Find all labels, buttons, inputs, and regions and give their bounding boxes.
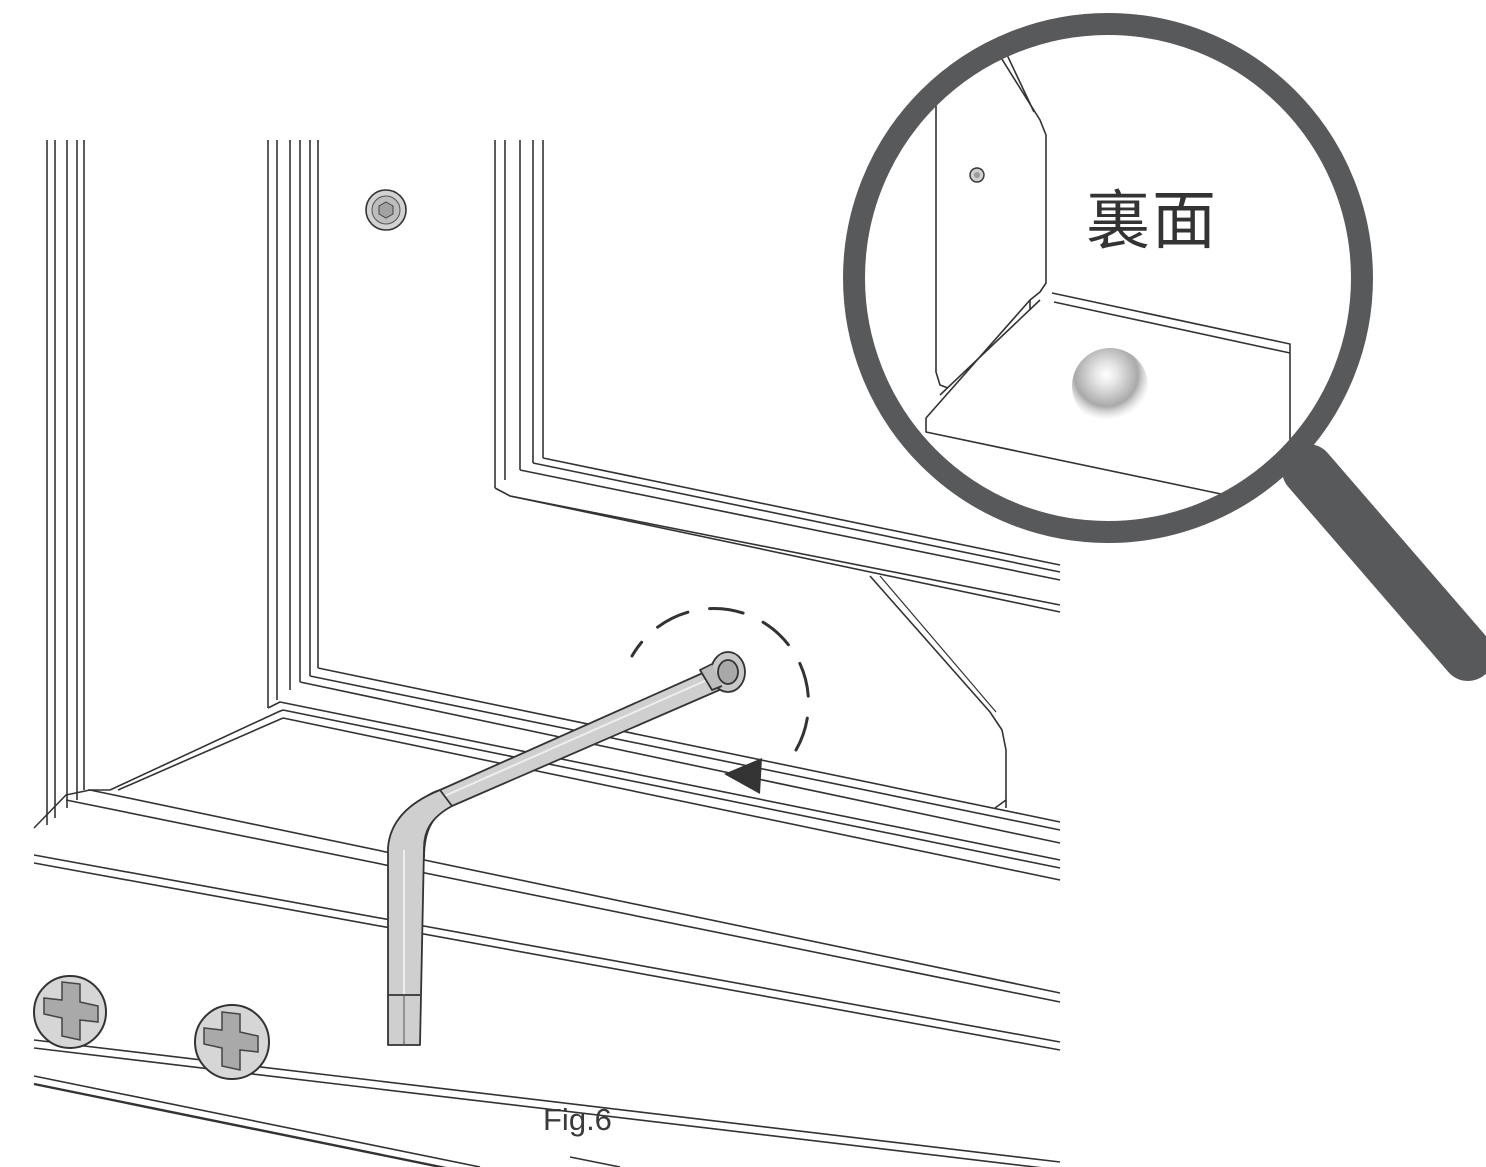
magnifier-loupe [843,13,1486,681]
phillips-screw [194,1004,270,1080]
window-frame [33,140,1061,1167]
figure-caption: Fig.6 [543,1102,612,1137]
counter-clockwise-arrow [630,607,811,794]
hex-key [387,651,746,1046]
magnified-back-view [860,30,1356,526]
hex-socket-bolt [365,189,407,231]
phillips-screw [33,975,107,1049]
back-side-label: 裏面 [1086,185,1218,259]
